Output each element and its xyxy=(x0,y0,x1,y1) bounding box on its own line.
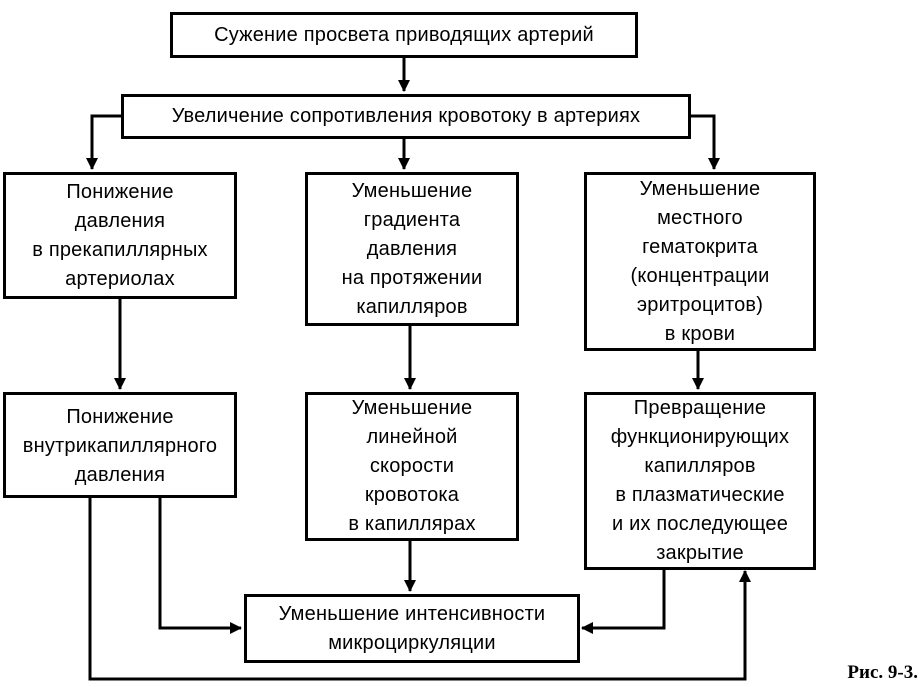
arrow-plasmatic-to-microcirculation xyxy=(581,569,666,634)
figure-caption: Рис. 9-3. xyxy=(847,662,918,683)
node-gradient: Уменьшение градиента давления на протяже… xyxy=(305,172,519,326)
arrow-resistance-to-hematocrit xyxy=(689,114,720,170)
node-microcirculation: Уменьшение интенсивности микроциркуляции xyxy=(244,594,580,663)
arrow-intracap-to-microcirculation xyxy=(158,497,242,634)
arrow-intracap-to-plasmatic xyxy=(88,497,751,681)
node-resistance: Увеличение сопротивления кровотоку в арт… xyxy=(121,94,691,139)
node-precap-pressure: Понижение давления в прекапиллярных арте… xyxy=(3,172,237,299)
node-hematocrit: Уменьшение местного гематокрита (концент… xyxy=(584,172,816,351)
node-velocity: Уменьшение линейной скорости кровотока в… xyxy=(305,392,519,541)
node-narrowing: Сужение просвета приводящих артерий xyxy=(170,12,638,58)
arrow-resistance-to-precap-pressure xyxy=(86,114,122,170)
node-plasmatic: Превращение функционирующих капилляров в… xyxy=(584,392,816,570)
node-intracap-pressure: Понижение внутрикапиллярного давления xyxy=(3,392,237,498)
